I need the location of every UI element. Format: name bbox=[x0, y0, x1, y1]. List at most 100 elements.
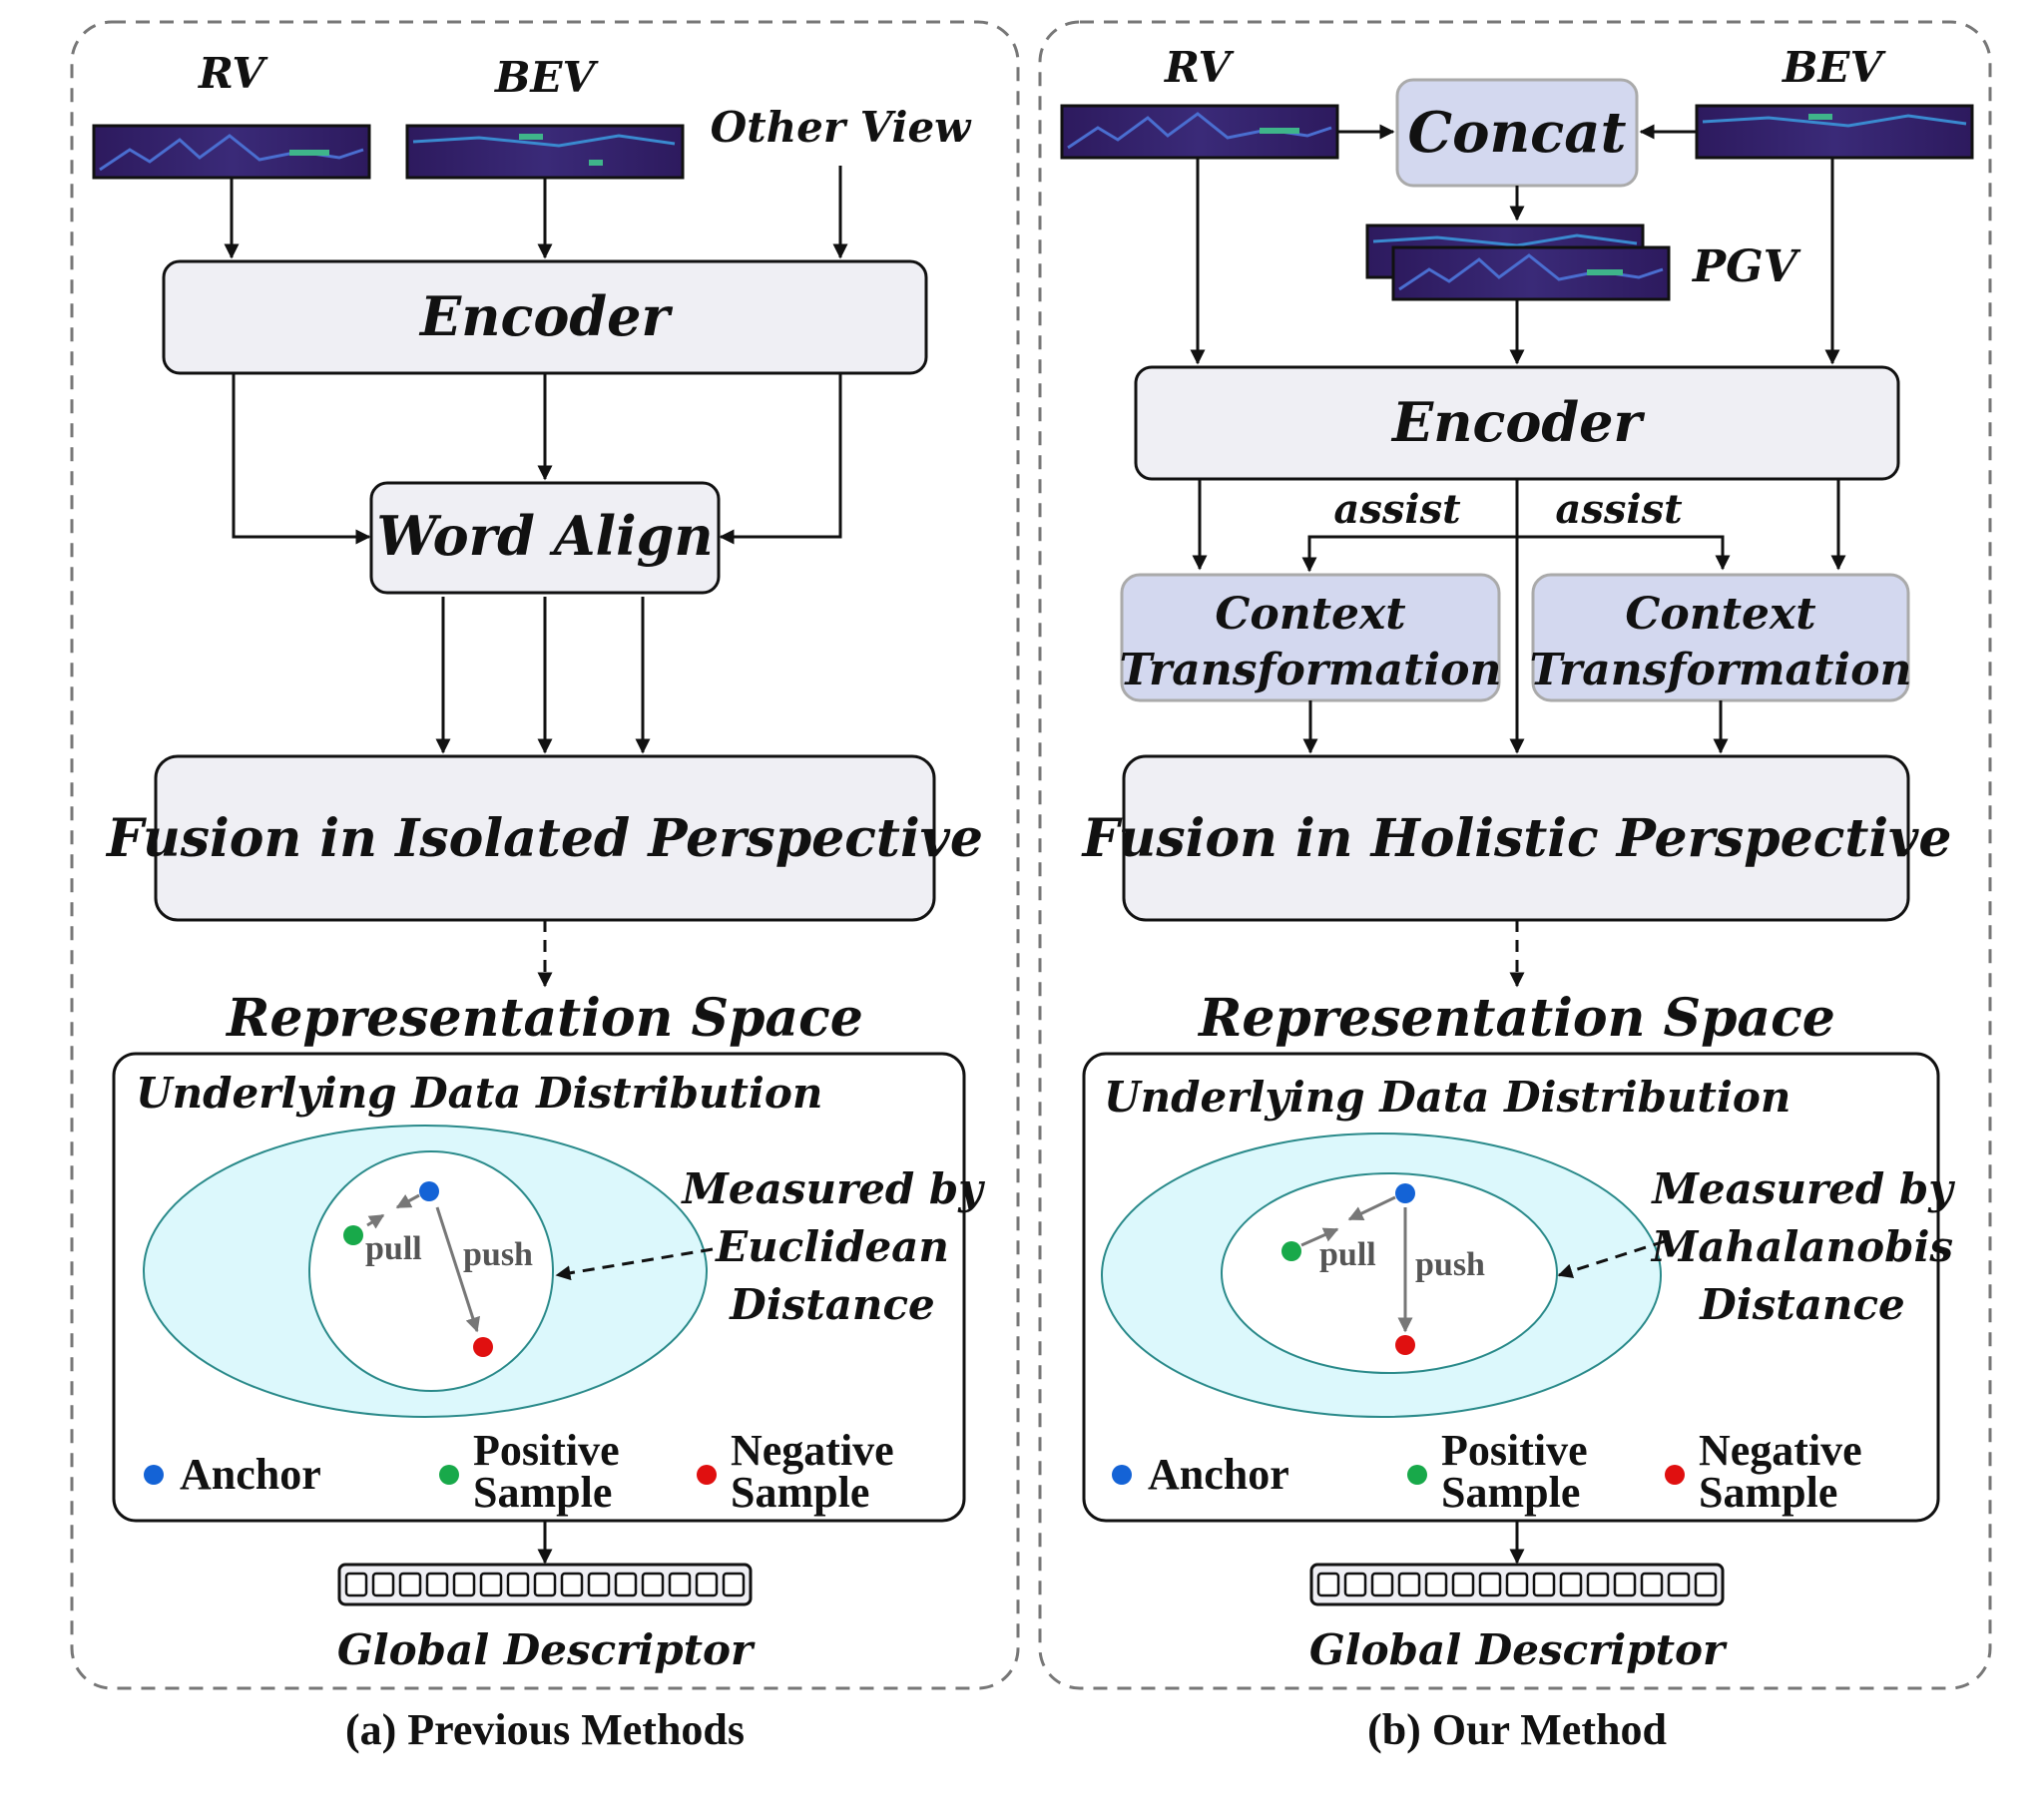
rv-label: RV bbox=[198, 49, 268, 98]
legend-positive-dot bbox=[1407, 1465, 1427, 1485]
pull-label: pull bbox=[1319, 1236, 1376, 1273]
descriptor-cell bbox=[452, 1572, 476, 1597]
legend-negative-line1: Negative bbox=[731, 1426, 894, 1475]
global-descriptor-vector bbox=[1309, 1563, 1725, 1606]
legend-positive-line1: Positive bbox=[1441, 1426, 1588, 1475]
negative-point bbox=[1395, 1335, 1415, 1355]
legend-negative-line2: Sample bbox=[731, 1468, 869, 1517]
descriptor-cell bbox=[1343, 1572, 1367, 1597]
context-right-line2: Transformation bbox=[1530, 645, 1912, 695]
descriptor-cell bbox=[560, 1572, 584, 1597]
descriptor-cell bbox=[1694, 1572, 1718, 1597]
global-descriptor-label: Global Descriptor bbox=[1309, 1625, 1728, 1674]
descriptor-cell bbox=[1451, 1572, 1475, 1597]
legend-positive-line1: Positive bbox=[473, 1426, 620, 1475]
context-left-line1: Context bbox=[1215, 589, 1405, 640]
bev-label: BEV bbox=[1782, 43, 1887, 92]
distance-label: Distance bbox=[1699, 1280, 1904, 1329]
descriptor-cell bbox=[1478, 1572, 1502, 1597]
word-align-box bbox=[369, 481, 721, 595]
descriptor-cell bbox=[1559, 1572, 1583, 1597]
panel-a-border bbox=[70, 20, 1020, 1690]
assist-label-left: assist bbox=[1333, 486, 1461, 533]
panel-b-border bbox=[1038, 20, 1992, 1690]
pull-label: pull bbox=[365, 1230, 422, 1267]
negative-point bbox=[473, 1337, 493, 1357]
descriptor-cell bbox=[587, 1572, 611, 1597]
descriptor-cell bbox=[1640, 1572, 1664, 1597]
word-align-label: Word Align bbox=[376, 504, 713, 568]
legend-anchor-dot bbox=[1112, 1465, 1132, 1485]
descriptor-cell bbox=[722, 1572, 746, 1597]
descriptor-cell bbox=[1505, 1572, 1529, 1597]
inner-distribution-ellipse bbox=[308, 1150, 554, 1392]
context-left-line2: Transformation bbox=[1120, 645, 1502, 695]
legend-negative-dot bbox=[1665, 1465, 1685, 1485]
descriptor-cell bbox=[695, 1572, 719, 1597]
distance-label: Distance bbox=[729, 1280, 934, 1329]
legend-anchor-label: Anchor bbox=[180, 1450, 321, 1499]
push-label: push bbox=[1415, 1246, 1485, 1283]
legend-negative-dot bbox=[697, 1465, 717, 1485]
descriptor-cell bbox=[1424, 1572, 1448, 1597]
descriptor-cell bbox=[344, 1572, 368, 1597]
descriptor-cell bbox=[371, 1572, 395, 1597]
pgv-label: PGV bbox=[1691, 241, 1801, 292]
bev-thumbnail bbox=[1695, 104, 1974, 160]
bev-thumbnail bbox=[405, 124, 685, 180]
encoder-label: Encoder bbox=[1390, 390, 1645, 454]
descriptor-cell bbox=[506, 1572, 530, 1597]
inner-distribution-ellipse bbox=[1221, 1172, 1558, 1374]
distribution-label: Underlying Data Distribution bbox=[136, 1069, 822, 1118]
descriptor-cell bbox=[398, 1572, 422, 1597]
context-right-line1: Context bbox=[1625, 589, 1815, 640]
descriptor-cell bbox=[1397, 1572, 1421, 1597]
descriptor-cell bbox=[533, 1572, 557, 1597]
encoder-label: Encoder bbox=[418, 284, 673, 348]
anchor-point bbox=[419, 1181, 439, 1201]
global-descriptor-label: Global Descriptor bbox=[337, 1625, 756, 1674]
pgv-thumbnail-stack bbox=[1365, 224, 1671, 301]
bev-label: BEV bbox=[494, 53, 600, 102]
measured-by-line1: Measured by bbox=[680, 1164, 985, 1213]
legend-anchor-label: Anchor bbox=[1148, 1450, 1289, 1499]
rv-label: RV bbox=[1164, 43, 1235, 92]
descriptor-cell bbox=[668, 1572, 692, 1597]
descriptor-cell bbox=[614, 1572, 638, 1597]
rv-thumbnail bbox=[1060, 104, 1339, 160]
global-descriptor-vector bbox=[337, 1563, 753, 1606]
descriptor-cell bbox=[641, 1572, 665, 1597]
descriptor-cell bbox=[1586, 1572, 1610, 1597]
panel-previous-methods: RV BEV Other View Encoder Word Align Fus… bbox=[70, 20, 1020, 1754]
legend-positive-line2: Sample bbox=[1441, 1468, 1580, 1517]
caption-our-method: (b) Our Method bbox=[1367, 1705, 1667, 1754]
representation-space-label: Representation Space bbox=[225, 988, 863, 1049]
distribution-label: Underlying Data Distribution bbox=[1104, 1073, 1790, 1122]
assist-label-right: assist bbox=[1555, 486, 1683, 533]
legend-positive-dot bbox=[439, 1465, 459, 1485]
descriptor-cell bbox=[1532, 1572, 1556, 1597]
caption-previous-methods: (a) Previous Methods bbox=[345, 1705, 745, 1754]
positive-point bbox=[1281, 1241, 1301, 1261]
descriptor-cell bbox=[1316, 1572, 1340, 1597]
concat-label: Concat bbox=[1408, 100, 1627, 166]
push-label: push bbox=[463, 1236, 533, 1273]
other-view-label: Other View bbox=[711, 103, 973, 152]
descriptor-cell bbox=[425, 1572, 449, 1597]
descriptor-cell bbox=[479, 1572, 503, 1597]
descriptor-cell bbox=[1667, 1572, 1691, 1597]
panel-our-method: RV BEV Concat PGV Encoder bbox=[1038, 20, 1992, 1754]
anchor-point bbox=[1395, 1183, 1415, 1203]
positive-point bbox=[343, 1225, 363, 1245]
euclidean-label: Euclidean bbox=[715, 1222, 949, 1271]
descriptor-cell bbox=[1370, 1572, 1394, 1597]
legend-positive-line2: Sample bbox=[473, 1468, 612, 1517]
rv-thumbnail bbox=[92, 124, 371, 180]
fusion-holistic-label: Fusion in Holistic Perspective bbox=[1081, 808, 1952, 869]
legend-negative-line2: Sample bbox=[1699, 1468, 1837, 1517]
legend-anchor-dot bbox=[144, 1465, 164, 1485]
representation-space-label: Representation Space bbox=[1197, 988, 1835, 1049]
legend-negative-line1: Negative bbox=[1699, 1426, 1862, 1475]
measured-by-line1: Measured by bbox=[1650, 1164, 1955, 1213]
